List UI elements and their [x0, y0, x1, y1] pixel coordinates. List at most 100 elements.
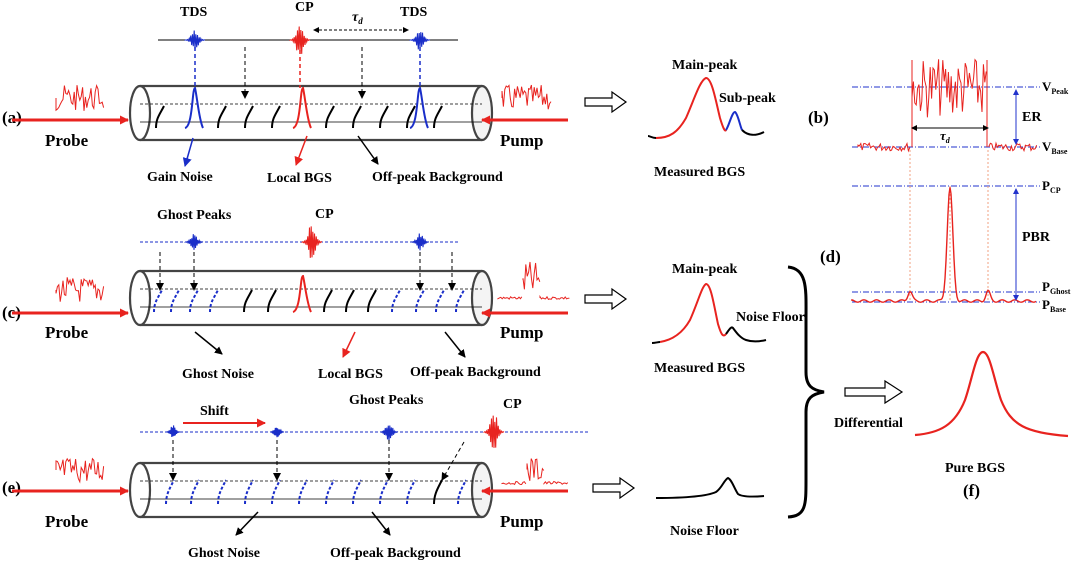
ghost-peaks-label-e: Ghost Peaks — [349, 393, 424, 408]
ghost-burst-c1 — [184, 234, 204, 250]
p-base-label: PBase — [1042, 297, 1066, 314]
lobe-black — [271, 105, 281, 129]
trace-bursts-a — [184, 26, 431, 54]
panel-a-label: (a) — [2, 108, 22, 127]
pump-pulse-c — [497, 261, 570, 301]
pump-pulse-baseline-right — [539, 294, 570, 301]
panel-e-label: (e) — [2, 478, 21, 497]
lobe-local-bgs-a — [292, 86, 312, 129]
brillouin-lobes-e — [165, 479, 467, 505]
ghost-noise-label-e: Ghost Noise — [188, 546, 260, 561]
ghost-burst-e2 — [269, 427, 285, 438]
probe-output-trace-d — [851, 187, 1037, 303]
lobe-gain-noise-right — [409, 86, 429, 129]
main-peak-label-c: Main-peak — [672, 262, 738, 277]
lobe-ghost-e — [352, 479, 362, 505]
pump-pulse-e — [501, 458, 569, 486]
panel-e: (e) Shift Ghost Peaks CP Probe Pump Ghos… — [2, 393, 765, 561]
fiber-left-end — [128, 269, 152, 327]
noise-floor-curve-e — [655, 476, 765, 499]
cp-burst-c — [301, 226, 323, 258]
connector-e4 — [441, 441, 465, 481]
probe-noise-trace-e — [55, 457, 105, 484]
p-cp-label: PCP — [1042, 178, 1061, 195]
v-base-label: VBase — [1042, 139, 1068, 156]
pointer-gain-noise — [182, 137, 194, 167]
pure-bgs-curve — [914, 350, 1069, 438]
tds-label-right: TDS — [400, 5, 427, 20]
lobe-black — [379, 105, 389, 129]
pointer-off-peak-c — [444, 331, 466, 358]
pulse-b-high — [911, 58, 987, 118]
pump-label-e: Pump — [500, 512, 543, 531]
main-peak-label-a: Main-peak — [672, 58, 738, 73]
hollow-arrow-c — [584, 287, 628, 311]
p-ghost-label: PGhost — [1042, 279, 1071, 296]
off-peak-background-label-a: Off-peak Background — [372, 170, 503, 185]
tds-label-left: TDS — [180, 5, 207, 20]
measured-bgs-c-main — [659, 282, 727, 343]
gain-noise-label: Gain Noise — [147, 170, 213, 185]
lobe-black-c — [243, 289, 253, 313]
pump-noise-trace-a — [501, 84, 552, 110]
lobe-ghost-c — [153, 289, 163, 313]
sub-peak-label: Sub-peak — [719, 91, 776, 106]
lobe-ghost-e — [271, 479, 281, 505]
lobe-ghost-c — [435, 289, 445, 313]
lobe-black — [406, 105, 416, 129]
differential-arrow — [844, 379, 904, 405]
lobe-black — [433, 105, 443, 129]
probe-noise-e — [55, 457, 105, 484]
lobe-ghost-e — [298, 479, 308, 505]
cp-label-e: CP — [503, 397, 522, 412]
v-peak-label: VPeak — [1042, 79, 1069, 96]
pointer-off-peak-a — [357, 135, 379, 165]
shift-label: Shift — [200, 404, 229, 419]
pointer-off-peak-e — [371, 511, 391, 536]
panel-d-label: (d) — [820, 247, 841, 266]
off-peak-background-label-e: Off-peak Background — [330, 546, 461, 561]
local-bgs-label-a: Local BGS — [267, 171, 332, 186]
pump-pulse-high — [526, 458, 545, 481]
noise-floor-label-e: Noise Floor — [670, 524, 739, 539]
measured-bgs-a-sub — [725, 110, 743, 131]
lobe-ghost-c — [209, 289, 219, 313]
lobe-black — [217, 105, 227, 129]
fiber-outline — [140, 461, 482, 519]
lobe-ghost-e — [190, 479, 200, 505]
measured-bgs-c-floor — [651, 326, 767, 344]
ghost-noise-label-c: Ghost Noise — [182, 367, 254, 382]
lobe-ghost-e — [406, 479, 416, 505]
lobe-black — [325, 105, 335, 129]
probe-label-c: Probe — [45, 323, 89, 342]
brillouin-lobes-a — [155, 86, 443, 129]
lobe-black-c — [367, 289, 377, 313]
probe-label-e: Probe — [45, 512, 89, 531]
cp-burst-e — [483, 415, 505, 448]
panel-c-label: (c) — [2, 303, 21, 322]
probe-noise-c — [55, 277, 105, 302]
differential-label: Differential — [834, 416, 903, 431]
lobe-gain-noise-left — [184, 86, 204, 129]
fiber-outline — [140, 84, 482, 142]
lobe-black — [155, 105, 165, 129]
panel-d: (d) PBR PCP PGhost PBase — [820, 150, 1071, 314]
curly-brace — [787, 265, 825, 519]
fiber-left-end — [128, 461, 152, 519]
pump-pulse-baseline-right — [543, 480, 569, 485]
hollow-arrow-e — [592, 476, 636, 500]
trace-bursts-c — [184, 226, 430, 258]
measured-bgs-a-wings — [647, 129, 765, 139]
lobe-black-c — [323, 289, 333, 313]
lobe-black-c — [345, 289, 355, 313]
lobe-ghost-e — [217, 479, 227, 505]
panel-f-label: (f) — [963, 481, 980, 500]
pump-pulse-trace-b — [857, 58, 1038, 153]
lobe-ghost-e — [325, 479, 335, 505]
pointer-ghost-noise-e — [235, 511, 259, 536]
lobe-ghost-e — [379, 479, 389, 505]
pump-pulse-baseline-left — [497, 296, 523, 300]
ghost-burst-c2 — [410, 233, 430, 251]
pump-pulse-baseline-left — [501, 480, 527, 486]
